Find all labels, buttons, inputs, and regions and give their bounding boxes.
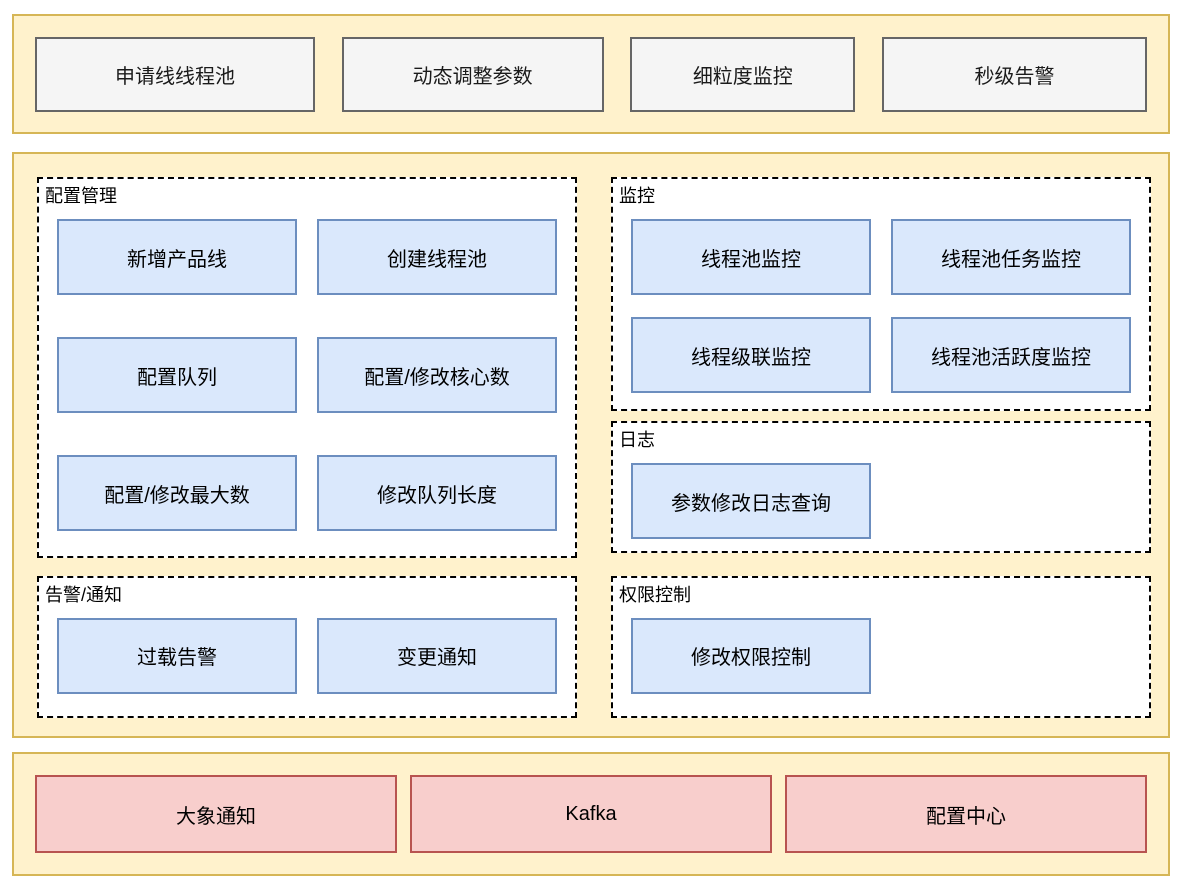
feature-box-thread-pool-activity-monitor: 线程池活跃度监控 <box>891 317 1131 393</box>
capability-box-fine-grained-monitor: 细粒度监控 <box>630 36 856 112</box>
feature-box-overload-alert: 过载告警 <box>57 617 297 694</box>
section-title-log: 日志 <box>619 430 655 451</box>
monitor-feature-grid: 线程池监控 线程池任务监控 线程级联监控 线程池活跃度监控 <box>631 219 1133 393</box>
top-capability-band: 申请线线程池 动态调整参数 细粒度监控 秒级告警 <box>12 14 1170 134</box>
log-feature-grid: 参数修改日志查询 <box>631 463 1133 540</box>
section-alert-notification: 告警/通知 过载告警 变更通知 <box>37 575 577 718</box>
config-feature-grid: 新增产品线 创建线程池 配置队列 配置/修改核心数 配置/修改最大数 修改队列长… <box>57 219 559 531</box>
permission-feature-grid: 修改权限控制 <box>631 617 1133 694</box>
infra-box-kafka: Kafka <box>410 775 772 853</box>
section-log: 日志 参数修改日志查询 <box>611 421 1151 553</box>
section-config-management: 配置管理 新增产品线 创建线程池 配置队列 配置/修改核心数 配置/修改最大数 … <box>37 177 577 558</box>
feature-box-param-change-log-query: 参数修改日志查询 <box>631 463 871 540</box>
feature-box-modify-permission-control: 修改权限控制 <box>631 617 871 694</box>
feature-box-create-thread-pool: 创建线程池 <box>317 219 557 295</box>
feature-box-thread-pool-monitor: 线程池监控 <box>631 219 871 295</box>
section-title-alert: 告警/通知 <box>45 584 123 605</box>
feature-box-config-core-size: 配置/修改核心数 <box>317 337 557 413</box>
infra-box-config-center: 配置中心 <box>785 775 1147 853</box>
feature-box-thread-pool-task-monitor: 线程池任务监控 <box>891 219 1131 295</box>
right-column: 监控 线程池监控 线程池任务监控 线程级联监控 线程池活跃度监控 日志 参数修改… <box>611 177 1151 718</box>
feature-box-thread-cascade-monitor: 线程级联监控 <box>631 317 871 393</box>
capability-box-dynamic-params: 动态调整参数 <box>341 36 604 112</box>
feature-box-modify-queue-length: 修改队列长度 <box>317 455 557 531</box>
feature-box-add-product-line: 新增产品线 <box>57 219 297 295</box>
capability-box-second-level-alert: 秒级告警 <box>881 36 1147 112</box>
feature-box-config-max-size: 配置/修改最大数 <box>57 455 297 531</box>
feature-box-change-notification: 变更通知 <box>317 617 557 694</box>
capability-box-apply-thread-pool: 申请线线程池 <box>35 36 315 112</box>
alert-feature-grid: 过载告警 变更通知 <box>57 617 559 694</box>
section-monitoring: 监控 线程池监控 线程池任务监控 线程级联监控 线程池活跃度监控 <box>611 177 1151 412</box>
left-column: 配置管理 新增产品线 创建线程池 配置队列 配置/修改核心数 配置/修改最大数 … <box>37 177 577 718</box>
section-permission-control: 权限控制 修改权限控制 <box>611 575 1151 718</box>
feature-box-config-queue: 配置队列 <box>57 337 297 413</box>
section-title-config: 配置管理 <box>45 186 117 206</box>
section-title-permission: 权限控制 <box>619 584 691 605</box>
bottom-infrastructure-band: 大象通知 Kafka 配置中心 <box>12 752 1170 876</box>
middle-feature-band: 配置管理 新增产品线 创建线程池 配置队列 配置/修改核心数 配置/修改最大数 … <box>12 152 1170 738</box>
section-title-monitoring: 监控 <box>619 186 655 206</box>
infra-box-daxiang-notification: 大象通知 <box>35 775 397 853</box>
